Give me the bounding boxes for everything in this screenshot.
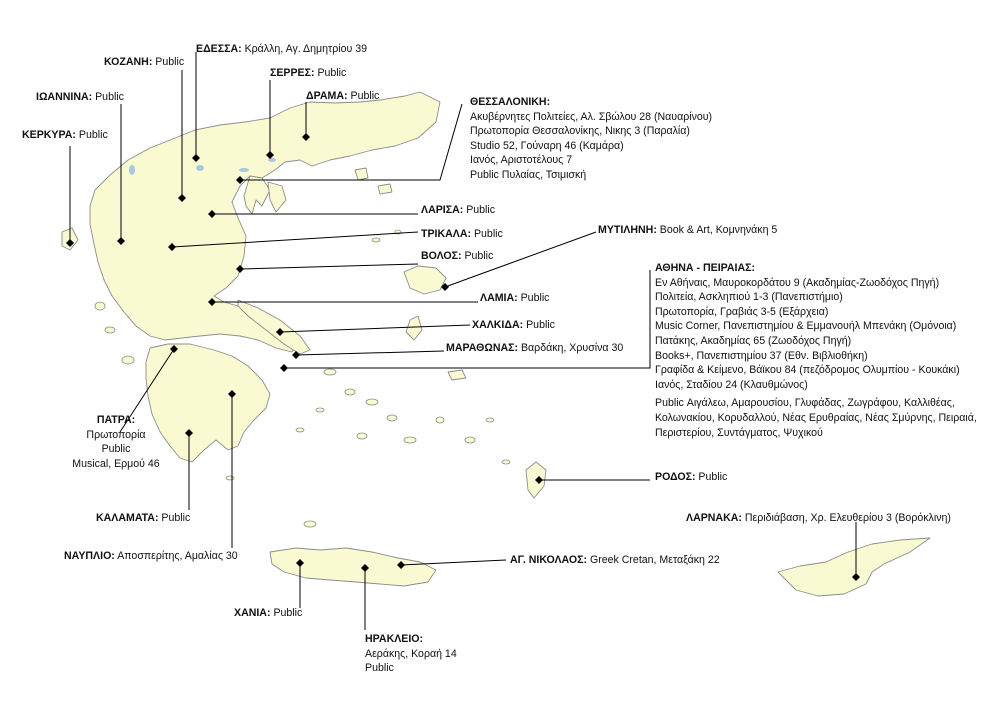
- label-rodos: ΡΟΔΟΣ: Public: [655, 470, 727, 485]
- city-name: ΡΟΔΟΣ:: [655, 471, 696, 483]
- store-text: Περιδιάβαση, Χρ. Ελευθερίου 3 (Βορόκλινη…: [741, 512, 951, 524]
- label-serres: ΣΕΡΡΕΣ: Public: [270, 66, 346, 81]
- label-larnaka: ΛΑΡΝΑΚΑ: Περιδιάβαση, Χρ. Ελευθερίου 3 (…: [686, 511, 951, 526]
- label-drama: ΔΡΑΜΑ: Public: [306, 89, 379, 104]
- store-text: Public: [314, 67, 347, 79]
- city-name: ΜΥΤΙΛΗΝΗ:: [598, 224, 657, 236]
- city-name: ΔΡΑΜΑ:: [306, 90, 348, 102]
- city-name: ΑΓ. ΝΙΚΟΛΑΟΣ:: [510, 554, 588, 566]
- store-line: Εν Αθήναις, Μαυροκορδάτου 9 (Ακαδημίας-Ζ…: [655, 276, 940, 289]
- store-line: Πολιτεία, Ασκληπιού 1-3 (Πανεπιστήμιο): [655, 291, 843, 304]
- store-line: Αεράκης, Κοραή 14: [365, 647, 457, 660]
- store-text: Public: [471, 228, 503, 240]
- store-text: Κράλλη, Αγ. Δημητρίου 39: [241, 43, 368, 55]
- store-line: Κολωνακίου, Κορυδαλλού, Νέας Ερυθραίας, …: [655, 411, 977, 424]
- city-name: ΕΔΕΣΣΑ:: [196, 43, 242, 55]
- store-line: Public Αιγάλεω, Αμαρουσίου, Γλυφάδας, Ζω…: [655, 397, 955, 410]
- city-name: ΣΕΡΡΕΣ:: [270, 67, 315, 79]
- store-line: Πρωτοπορία: [86, 428, 146, 441]
- city-name: ΧΑΛΚΙΔΑ:: [472, 319, 524, 331]
- city-name: ΧΑΝΙΑ:: [234, 607, 271, 619]
- label-nafplio: ΝΑΥΠΛΙΟ: Αποσπερίτης, Αμαλίας 30: [64, 549, 238, 564]
- mainland: [89, 91, 441, 353]
- crete: [269, 547, 437, 587]
- city-name: ΚΟΖΑΝΗ:: [104, 56, 153, 68]
- store-line: Music Corner, Πανεπιστημίου & Εμμανουήλ …: [655, 320, 957, 333]
- label-lamia: ΛΑΜΙΑ: Public: [480, 291, 549, 306]
- label-kerkyra: ΚΕΡΚΥΡΑ: Public: [22, 128, 108, 143]
- store-text: Αποσπερίτης, Αμαλίας 30: [114, 550, 238, 562]
- store-line: Ακυβέρνητες Πολιτείες, Αλ. Σβώλου 28 (Να…: [470, 110, 713, 123]
- store-line: Public Πυλαίας, Τσιμισκή: [470, 168, 587, 181]
- city-name: ΚΕΡΚΥΡΑ:: [22, 129, 76, 141]
- city-name: ΚΑΛΑΜΑΤΑ:: [96, 512, 159, 524]
- store-text: Public: [347, 90, 380, 102]
- label-larisa: ΛΑΡΙΣΑ: Public: [421, 203, 495, 218]
- store-line: Πατάκης, Ακαδημίας 65 (Ζωοδόχος Πηγή): [655, 334, 852, 347]
- peloponnese: [145, 343, 271, 463]
- store-text: Greek Cretan, Μεταξάκη 22: [587, 554, 720, 566]
- store-line: Γραφίδα & Κείμενο, Βάϊκου 84 (πεζόδρομος…: [655, 364, 960, 377]
- label-ioannina: ΙΩΑΝΝΙΝΑ: Public: [36, 90, 124, 105]
- store-line: Musical, Ερμού 46: [72, 457, 160, 470]
- store-line: Public: [365, 662, 394, 675]
- store-line: Ιανός, Αριστοτέλους 7: [470, 154, 573, 167]
- label-trikala: ΤΡΙΚΑΛΑ: Public: [421, 227, 503, 242]
- label-volos: ΒΟΛΟΣ: Public: [421, 249, 493, 264]
- lesvos: [403, 265, 447, 295]
- label-kalamata: ΚΑΛΑΜΑΤΑ: Public: [96, 511, 190, 526]
- city-name: ΘΕΣΣΑΛΟΝΙΚΗ:: [470, 96, 551, 108]
- city-name: ΒΟΛΟΣ:: [421, 250, 462, 262]
- label-athina: ΑΘΗΝΑ - ΠΕΙΡΑΙΑΣ: Εν Αθήναις, Μαυροκορδά…: [655, 261, 977, 440]
- store-text: Public: [75, 129, 108, 141]
- store-text: Βαρδάκη, Χρυσίνα 30: [518, 342, 624, 354]
- store-line: Studio 52, Γούναρη 46 (Καμάρα): [470, 139, 624, 152]
- city-name: ΠΑΤΡΑ:: [96, 414, 136, 426]
- label-patra: ΠΑΤΡΑ: Πρωτοπορία Public Musical, Ερμού …: [56, 413, 176, 471]
- city-name: ΙΩΑΝΝΙΝΑ:: [36, 91, 93, 103]
- evia: [237, 299, 311, 355]
- label-marathonas: ΜΑΡΑΘΩΝΑΣ: Βαρδάκη, Χρυσίνα 30: [446, 341, 623, 356]
- label-mytilini: ΜΥΤΙΛΗΝΗ: Book & Art, Κομνηνάκη 5: [598, 223, 777, 238]
- city-name: ΛΑΡΙΣΑ:: [421, 204, 464, 216]
- city-name: ΛΑΡΝΑΚΑ:: [686, 512, 742, 524]
- store-text: Public: [517, 292, 550, 304]
- store-text: Public: [152, 56, 185, 68]
- store-text: Public: [523, 319, 555, 331]
- label-chalkida: ΧΑΛΚΙΔΑ: Public: [472, 318, 555, 333]
- city-name: ΝΑΥΠΛΙΟ:: [64, 550, 115, 562]
- city-name: ΑΘΗΝΑ - ΠΕΙΡΑΙΑΣ:: [655, 262, 756, 274]
- chalkidiki-2: [267, 181, 287, 213]
- store-line: Books+, Πανεπιστημίου 37 (Εθν. Βιβλιοθήκ…: [655, 349, 868, 362]
- label-thessaloniki: ΘΕΣΣΑΛΟΝΙΚΗ: Ακυβέρνητες Πολιτείες, Αλ. …: [470, 95, 712, 183]
- store-line: Περιστερίου, Συντάγματος, Ψυχικού: [655, 426, 823, 439]
- label-irakleio: ΗΡΑΚΛΕΙΟ: Αεράκης, Κοραή 14 Public: [365, 632, 457, 676]
- label-chania: ΧΑΝΙΑ: Public: [234, 606, 302, 621]
- store-line: Public: [101, 443, 131, 456]
- store-text: Public: [461, 250, 494, 262]
- label-kozani: ΚΟΖΑΝΗ: Public: [104, 55, 184, 70]
- store-line: Ιανός, Σταδίου 24 (Κλαυθμώνος): [655, 378, 808, 391]
- label-edessa: ΕΔΕΣΣΑ: Κράλλη, Αγ. Δημητρίου 39: [196, 42, 367, 57]
- store-line: Πρωτοπορία, Γραβιάς 3-5 (Εξάρχεια): [655, 305, 829, 318]
- chalkidiki: [243, 175, 271, 215]
- store-text: Public: [463, 204, 496, 216]
- cyprus: [777, 537, 931, 597]
- city-name: ΗΡΑΚΛΕΙΟ:: [365, 633, 424, 645]
- city-name: ΤΡΙΚΑΛΑ:: [421, 228, 472, 240]
- store-text: Public: [158, 512, 191, 524]
- city-name: ΛΑΜΙΑ:: [480, 292, 518, 304]
- store-text: Book & Art, Κομνηνάκη 5: [656, 224, 778, 236]
- store-text: Public: [92, 91, 124, 103]
- store-text: Public: [270, 607, 303, 619]
- store-line: Πρωτοπορία Θεσσαλονίκης, Νικης 3 (Παραλί…: [470, 125, 690, 138]
- label-agnikolaos: ΑΓ. ΝΙΚΟΛΑΟΣ: Greek Cretan, Μεταξάκη 22: [510, 553, 720, 568]
- store-text: Public: [695, 471, 728, 483]
- city-name: ΜΑΡΑΘΩΝΑΣ:: [446, 342, 519, 354]
